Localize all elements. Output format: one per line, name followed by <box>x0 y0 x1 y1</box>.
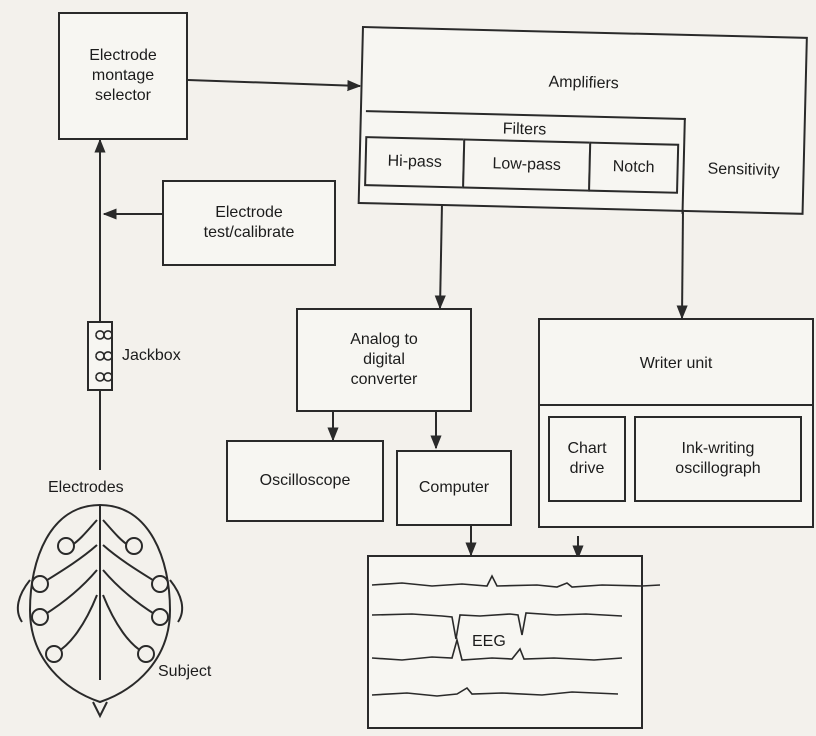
eeg-chart <box>367 555 661 729</box>
electrode-test-calibrate-box: Electrode test/calibrate <box>162 180 336 266</box>
amplifiers-label: Amplifiers <box>548 73 619 93</box>
sensitivity-control: Sensitivity <box>707 160 780 180</box>
eeg-trace-2 <box>371 612 623 640</box>
writer-unit-box: Writer unit Chart drive Ink-writing osci… <box>538 318 814 528</box>
eeg-trace-3 <box>371 636 623 661</box>
notch-filter-box: Notch <box>588 141 680 194</box>
computer-box: Computer <box>396 450 512 526</box>
writer-unit-label: Writer unit <box>639 355 713 372</box>
oscilloscope-box: Oscilloscope <box>226 440 384 522</box>
arrow-amplifiers-to-writer <box>676 209 688 320</box>
adc-box: Analog to digital converter <box>296 308 472 412</box>
arrow-amplifiers-to-adc <box>434 202 446 310</box>
subject-label: Subject <box>158 663 212 680</box>
hi-pass-filter-box: Hi-pass <box>364 136 466 189</box>
electrode-montage-selector-box: Electrode montage selector <box>58 12 188 140</box>
eeg-label: EEG <box>472 633 506 650</box>
electrodes-label: Electrodes <box>48 479 124 496</box>
ink-writing-oscillograph-box: Ink-writing oscillograph <box>634 416 802 502</box>
jackbox-label: Jackbox <box>122 347 181 364</box>
chart-drive-box: Chart drive <box>548 416 626 502</box>
amplifiers-box: Amplifiers Filters Hi-pass Low-pass Notc… <box>357 26 808 215</box>
head-with-electrodes-icon <box>16 503 184 719</box>
arrow-montage-to-amplifiers <box>187 79 362 92</box>
low-pass-filter-box: Low-pass <box>462 138 592 192</box>
eeg-trace-1 <box>371 574 661 588</box>
jackbox-icon <box>87 321 113 391</box>
eeg-trace-4 <box>371 686 619 697</box>
